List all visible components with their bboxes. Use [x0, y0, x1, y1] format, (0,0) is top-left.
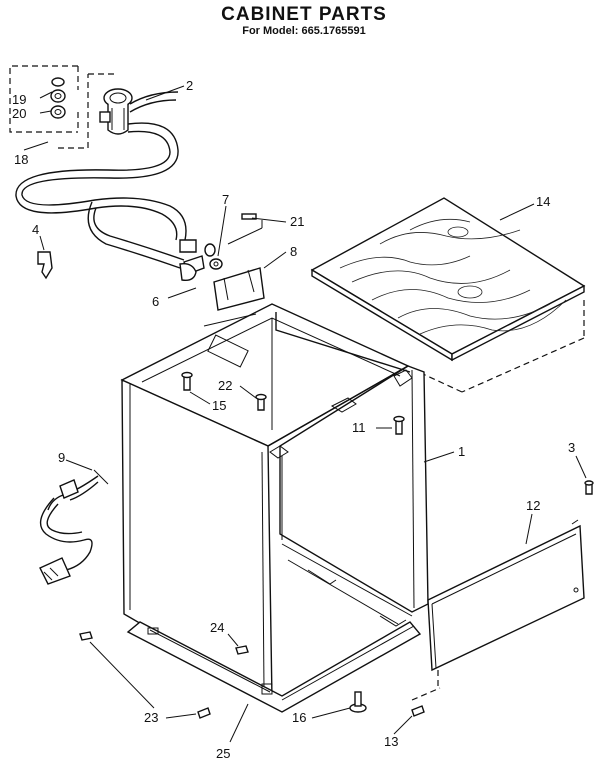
- callout-8: 8: [290, 244, 297, 259]
- callout-19: 19: [12, 92, 26, 107]
- callout-24: 24: [210, 620, 224, 635]
- part-1-cabinet-frame: [120, 303, 429, 713]
- page-title: CABINET PARTS: [221, 4, 387, 25]
- callout-25: 25: [216, 746, 230, 761]
- part-2-fill-valve-and-hose: [15, 88, 216, 275]
- leader-lines: [23, 85, 587, 743]
- callout-1: 1: [458, 444, 465, 459]
- callout-22: 22: [218, 378, 232, 393]
- part-14-wood-top: [310, 197, 586, 393]
- callout-12: 12: [526, 498, 540, 513]
- callout-23: 23: [144, 710, 158, 725]
- callout-11: 11: [352, 420, 366, 435]
- callout-16: 16: [292, 710, 306, 725]
- model-subtitle: For Model: 665.1765591: [242, 25, 366, 37]
- callout-14: 14: [536, 194, 550, 209]
- callout-6: 6: [152, 294, 159, 309]
- callout-18: 18: [14, 152, 28, 167]
- callout-21: 21: [290, 214, 304, 229]
- part-18-kit-box: [9, 65, 118, 149]
- part-6-7-8-21-bracket: [179, 213, 265, 311]
- part-12-toe-panel: [427, 519, 585, 690]
- callout-3: 3: [568, 440, 575, 455]
- callout-9: 9: [58, 450, 65, 465]
- part-4-hose-clip: [37, 235, 53, 280]
- callout-2: 2: [186, 78, 193, 93]
- callout-4: 4: [32, 222, 39, 237]
- callout-20: 20: [12, 106, 26, 121]
- callout-labels: 1 2 3 4 6 7 8 9 11 12 13 14 15 16 18 19 …: [12, 78, 575, 761]
- callout-15: 15: [212, 398, 226, 413]
- callout-13: 13: [384, 734, 398, 749]
- fasteners: [79, 371, 594, 719]
- part-9-power-cord: [39, 469, 109, 585]
- callout-7: 7: [222, 192, 229, 207]
